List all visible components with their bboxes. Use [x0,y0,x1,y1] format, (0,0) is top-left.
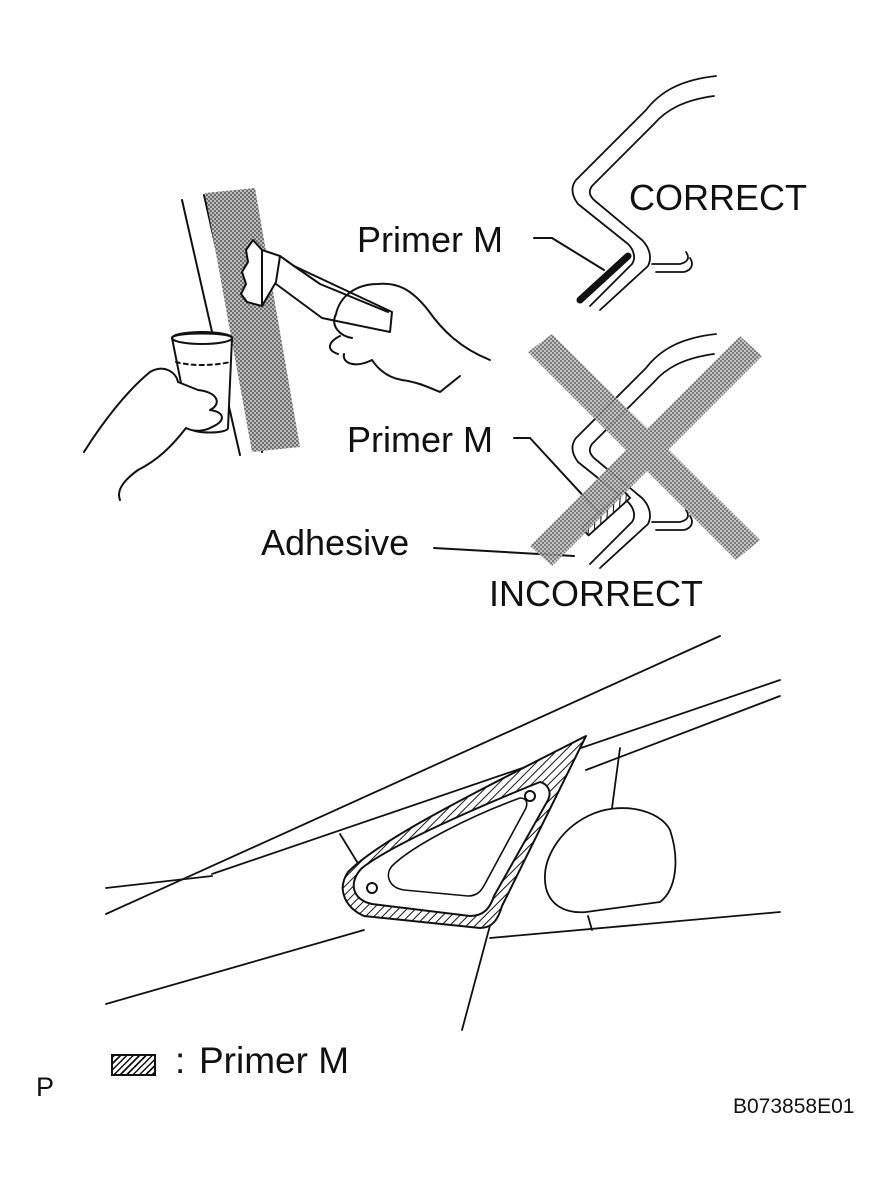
primer-m-hatch-swatch-icon [111,1054,156,1076]
roof-line [105,635,721,915]
primer-layer-correct [576,252,632,304]
vehicle-body-illustration [105,635,781,1031]
incorrect-x-mark-icon [528,334,762,566]
quarter-window-glass [341,735,587,929]
corner-letter: P [36,1072,55,1102]
label-correct: CORRECT [629,177,807,218]
label-adhesive: Adhesive [261,522,410,563]
figure-code: B073858E01 [733,1095,855,1118]
legend-separator: : [175,1040,186,1081]
brush-application-illustration [83,188,491,501]
correct-section-diagram [533,75,717,311]
left-hand [83,367,223,501]
legend-text: Primer M [199,1040,350,1081]
panel-edge-line [181,199,241,456]
primer-strip [205,188,300,452]
brush-handle [261,249,393,333]
label-primer-m-incorrect: Primer M [347,419,493,460]
windshield-line [211,679,781,875]
side-mirror [544,807,677,914]
panel-outline-correct [571,75,717,307]
label-incorrect: INCORRECT [489,573,703,614]
right-hand [329,282,491,393]
label-primer-m-correct: Primer M [357,219,503,260]
pillar-line [461,917,493,1031]
panel-outline-incorrect [571,333,717,565]
